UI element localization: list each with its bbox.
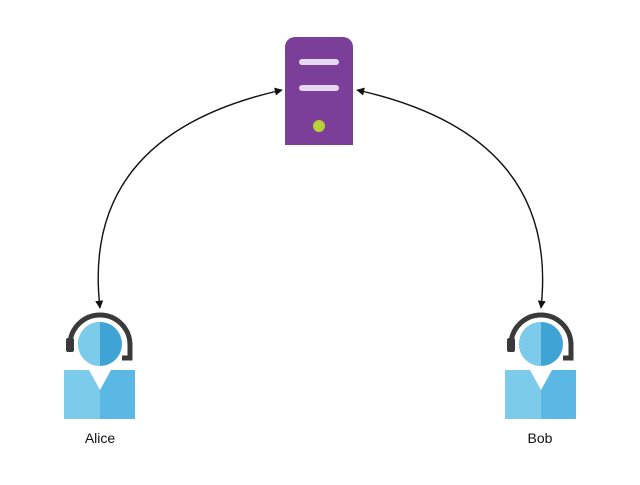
user-headset-icon xyxy=(505,312,576,419)
edge-server-alice xyxy=(95,87,283,309)
node-label-bob: Bob xyxy=(527,430,553,446)
node-label-alice: Alice xyxy=(84,430,116,446)
user-headset-icon xyxy=(64,312,135,419)
server-icon xyxy=(285,37,353,145)
edge-server-bob xyxy=(356,87,546,309)
